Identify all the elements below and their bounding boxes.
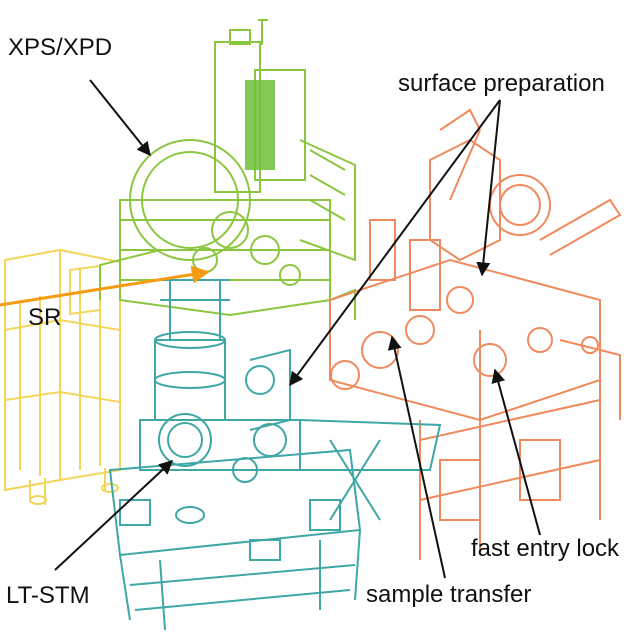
arrow-fast-entry xyxy=(491,368,541,536)
arrow-lt-stm xyxy=(54,460,174,571)
label-xps-xpd: XPS/XPD xyxy=(8,34,113,61)
label-sr: SR xyxy=(28,304,62,331)
teal-stm-chamber xyxy=(108,279,442,631)
green-xps-chamber xyxy=(99,19,356,320)
yellow-frame xyxy=(4,248,121,505)
arrow-surface-2 xyxy=(476,99,501,277)
arrow-surface-1 xyxy=(289,99,501,387)
label-sample-transfer: sample transfer xyxy=(366,581,532,608)
orange-prep-chamber xyxy=(329,108,622,560)
arrow-sample-transfer xyxy=(387,335,446,579)
label-fast-entry-lock: fast entry lock xyxy=(471,535,620,562)
sr-beam xyxy=(0,265,210,307)
label-surface-preparation: surface preparation xyxy=(398,70,605,97)
label-lt-stm: LT-STM xyxy=(6,582,90,609)
green-column xyxy=(245,80,275,170)
callout-arrows xyxy=(54,79,541,579)
arrow-xps xyxy=(89,79,151,157)
